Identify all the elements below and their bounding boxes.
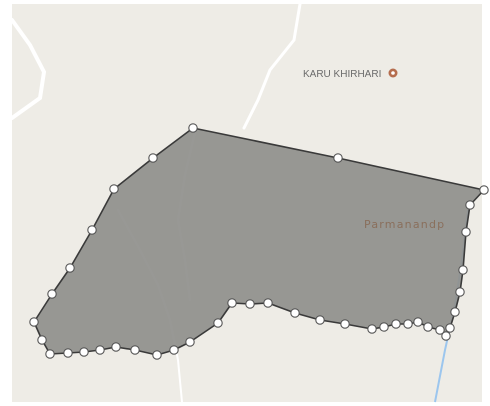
polygon-vertex-handle[interactable] <box>435 325 445 335</box>
polygon-vertex-handle[interactable] <box>461 227 471 237</box>
road-northwest <box>10 18 47 120</box>
polygon-vertex-handle[interactable] <box>37 335 47 345</box>
polygon-vertex-handle[interactable] <box>367 324 377 334</box>
polygon-vertex-handle[interactable] <box>227 298 237 308</box>
polygon-vertex-handle[interactable] <box>379 322 389 332</box>
polygon-vertex-handle[interactable] <box>465 200 475 210</box>
polygon-vertex-handle[interactable] <box>423 322 433 332</box>
polygon-vertex-handle[interactable] <box>413 317 423 327</box>
polygon-vertex-handle[interactable] <box>479 185 489 195</box>
polygon-vertex-handle[interactable] <box>29 317 39 327</box>
polygon-vertex-handle[interactable] <box>263 298 273 308</box>
polygon-vertex-handle[interactable] <box>65 263 75 273</box>
polygon-vertex-handle[interactable] <box>245 299 255 309</box>
polygon-vertex-handle[interactable] <box>185 337 195 347</box>
polygon-vertex-handle[interactable] <box>290 308 300 318</box>
poi-marker-icon[interactable] <box>388 68 398 78</box>
polygon-vertex-handle[interactable] <box>45 349 55 359</box>
polygon-vertex-handle[interactable] <box>109 184 119 194</box>
polygon-vertices[interactable] <box>29 123 489 360</box>
polygon-vertex-handle[interactable] <box>111 342 121 352</box>
polygon-vertex-handle[interactable] <box>130 345 140 355</box>
polygon-vertex-handle[interactable] <box>455 287 465 297</box>
polygon-vertex-handle[interactable] <box>441 331 451 341</box>
polygon-vertex-handle[interactable] <box>63 348 73 358</box>
polygon-vertex-handle[interactable] <box>391 319 401 329</box>
polygon-vertex-handle[interactable] <box>445 323 455 333</box>
town-label: Parmanandp <box>364 218 445 231</box>
polygon-vertex-handle[interactable] <box>213 318 223 328</box>
polygon-vertex-handle[interactable] <box>47 289 57 299</box>
village-label: KARU KHIRHARI <box>303 69 381 80</box>
polygon-vertex-handle[interactable] <box>333 153 343 163</box>
polygon-vertex-handle[interactable] <box>79 347 89 357</box>
polygon-vertex-handle[interactable] <box>403 319 413 329</box>
polygon-vertex-handle[interactable] <box>188 123 198 133</box>
polygon-vertex-handle[interactable] <box>169 345 179 355</box>
polygon-vertex-handle[interactable] <box>315 315 325 325</box>
polygon-vertex-handle[interactable] <box>152 350 162 360</box>
polygon-vertex-handle[interactable] <box>95 345 105 355</box>
polygon-vertex-handle[interactable] <box>340 319 350 329</box>
polygon-vertex-handle[interactable] <box>458 265 468 275</box>
road-north <box>242 2 302 130</box>
polygon-vertex-handle[interactable] <box>148 153 158 163</box>
polygon-vertex-handle[interactable] <box>450 307 460 317</box>
polygon-vertex-handle[interactable] <box>87 225 97 235</box>
